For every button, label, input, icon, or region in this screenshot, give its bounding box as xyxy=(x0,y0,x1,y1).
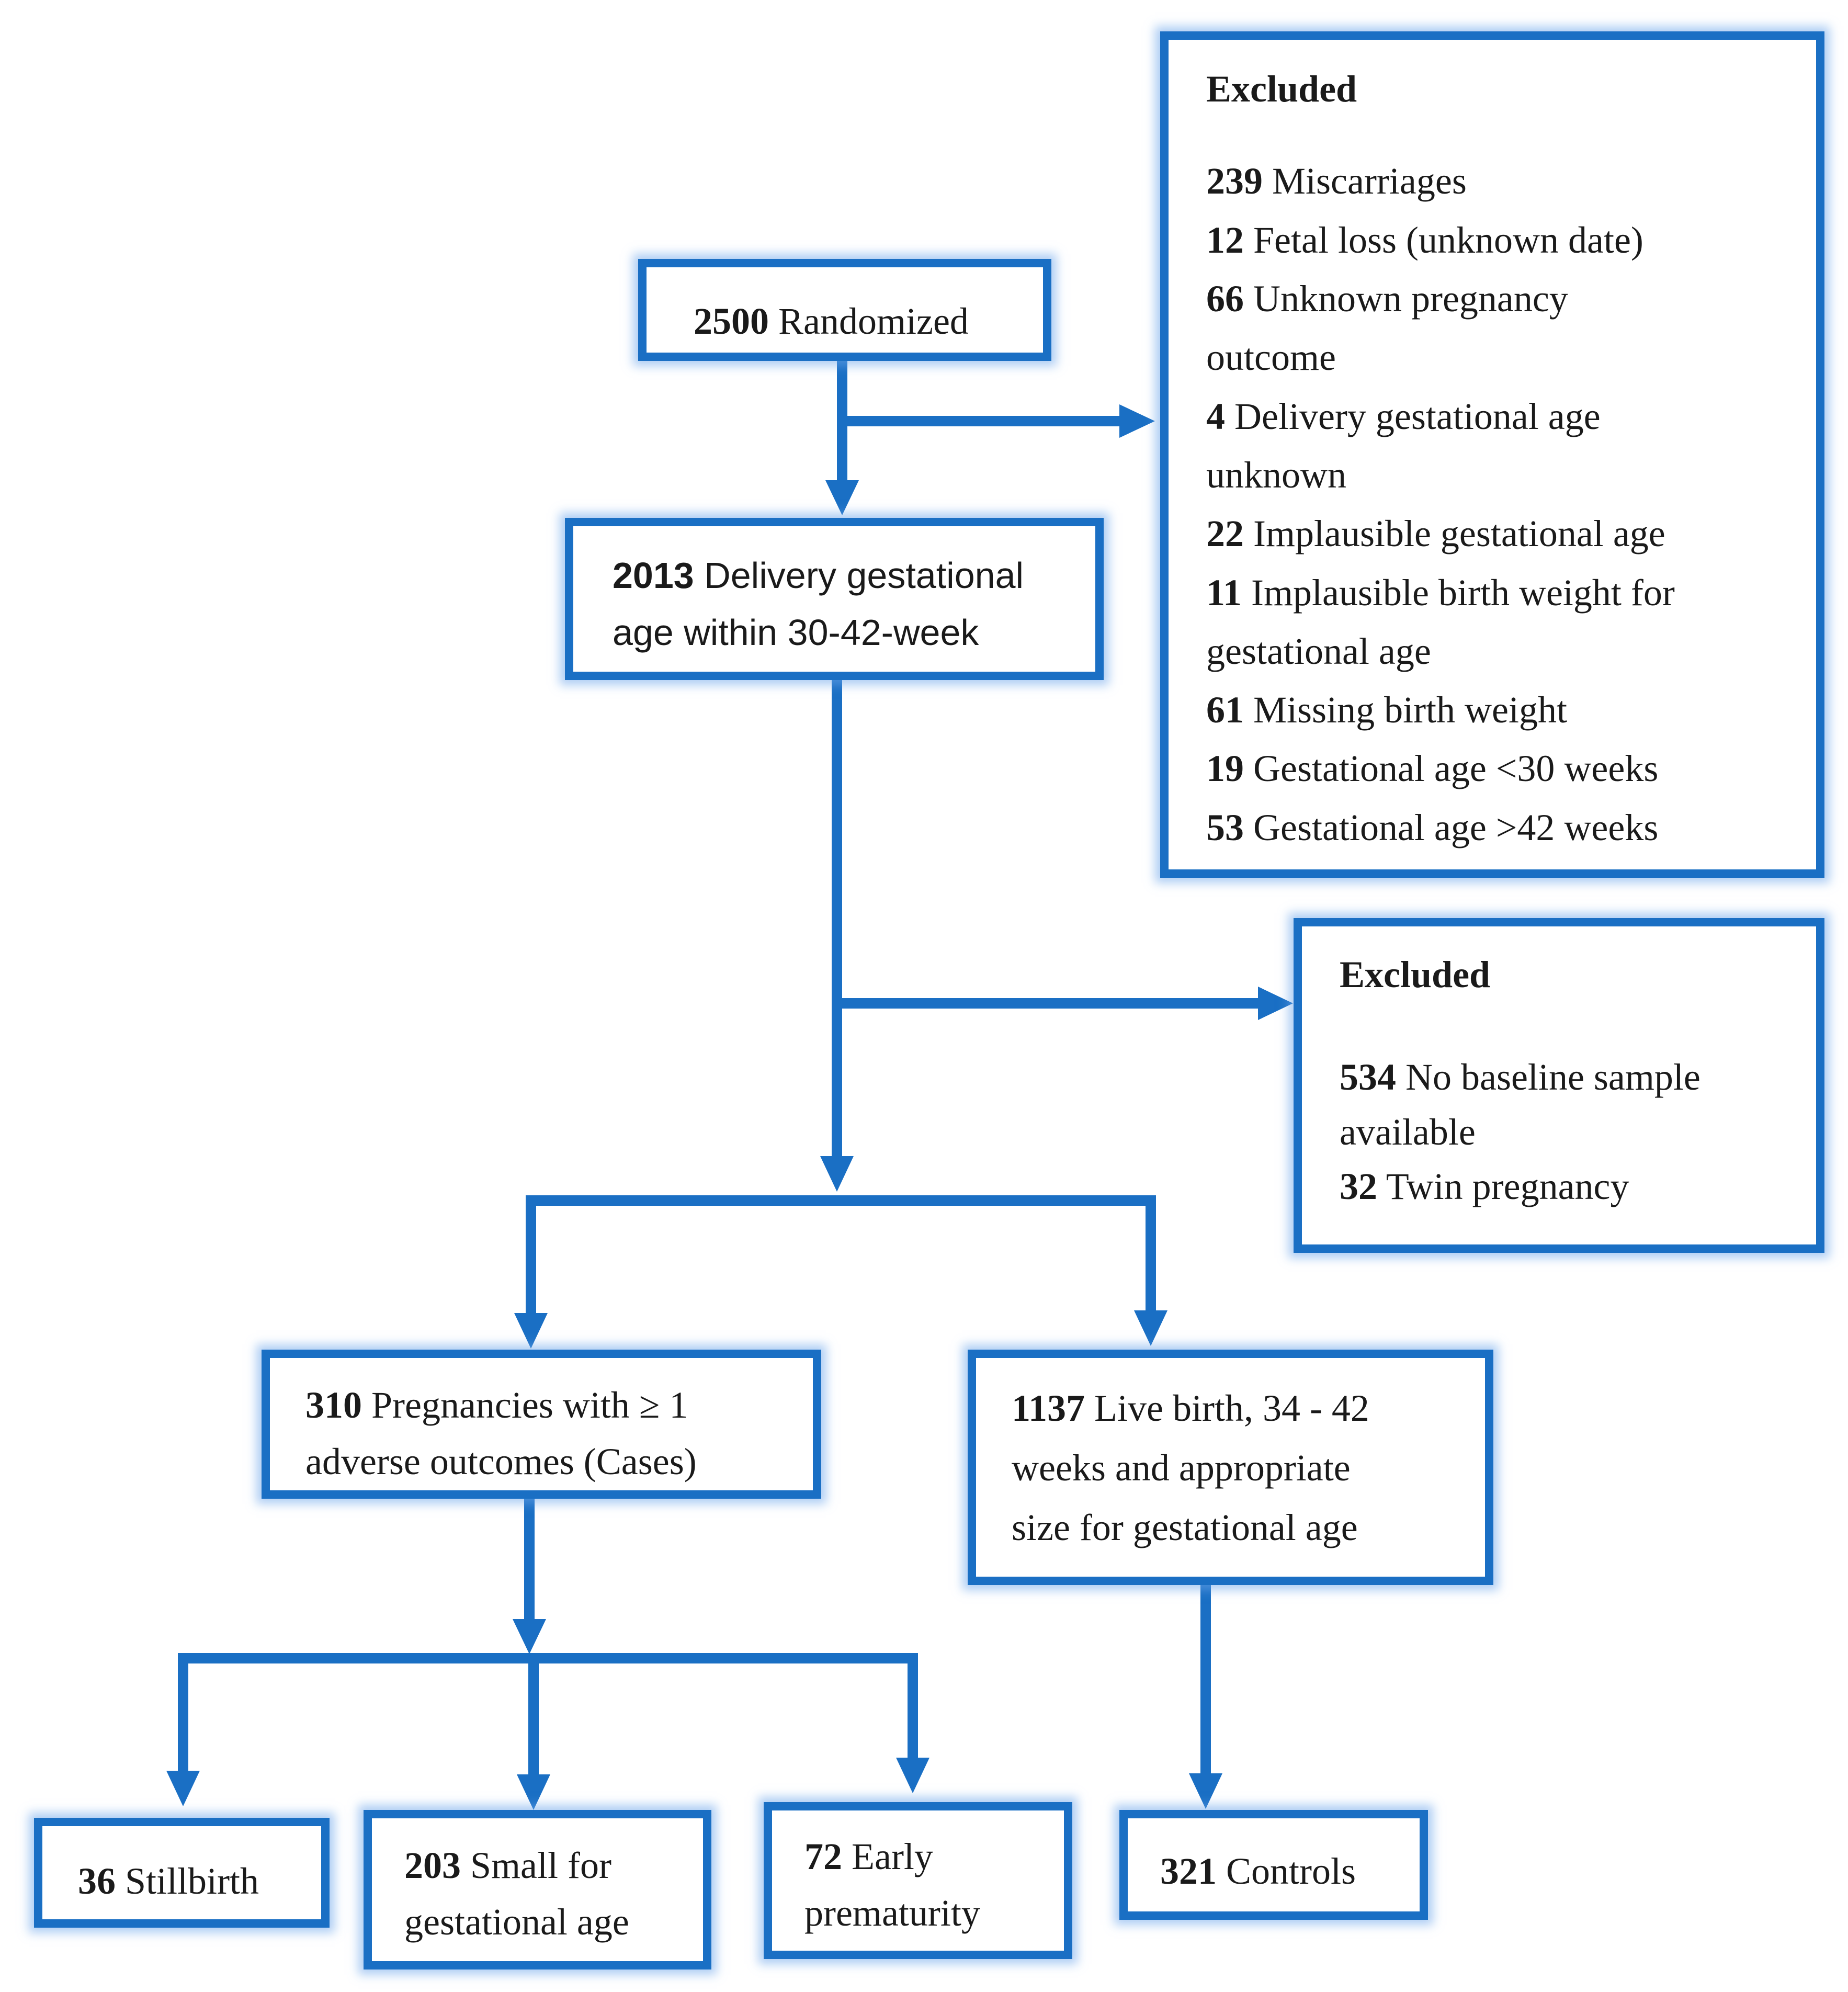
arrowhead-to-subgroup-split xyxy=(513,1619,546,1654)
controls-count: 321 xyxy=(1160,1850,1217,1892)
cases-line-1: 310 Pregnancies with ≥ 1 xyxy=(305,1377,813,1433)
sga-box: 203 Small for gestational age xyxy=(364,1810,711,1970)
stillbirth-box: 36 Stillbirth xyxy=(34,1818,330,1928)
excluded-2-item: 32 Twin pregnancy xyxy=(1340,1159,1816,1214)
eligible-line-2: age within 30-42-week xyxy=(613,612,979,653)
controls-text: Controls xyxy=(1226,1850,1356,1892)
excluded-1-item-text: Gestational age >42 weeks xyxy=(1253,806,1659,848)
live-birth-count: 1137 xyxy=(1012,1387,1085,1429)
excluded-2-heading: Excluded xyxy=(1340,954,1491,995)
live-birth-line-3: size for gestational age xyxy=(1012,1506,1358,1548)
arrowhead-to-prematurity xyxy=(896,1758,929,1793)
excluded-2-item-count: 32 xyxy=(1340,1165,1377,1208)
excluded-1-item-continuation: gestational age xyxy=(1206,630,1431,672)
excluded-1-item-count: 11 xyxy=(1206,571,1242,614)
excluded-1-item-count: 61 xyxy=(1206,689,1244,731)
excluded-1-item-text: Unknown pregnancy xyxy=(1253,277,1568,320)
cases-text-1: Pregnancies with ≥ 1 xyxy=(371,1384,688,1426)
excluded-2-item-continuation: available xyxy=(1340,1111,1476,1153)
sga-line-2: gestational age xyxy=(404,1901,629,1943)
excluded-1-item: 12 Fetal loss (unknown date) xyxy=(1206,211,1816,269)
prematurity-count: 72 xyxy=(804,1836,842,1877)
prematurity-text-1: Early xyxy=(852,1836,933,1877)
excluded-1-item-text: Gestational age <30 weeks xyxy=(1253,748,1659,790)
arrowhead-to-split xyxy=(820,1156,854,1192)
live-birth-text-1: Live birth, 34 - 42 xyxy=(1094,1387,1369,1429)
arrowhead-to-eligible xyxy=(825,480,859,515)
prematurity-box: 72 Early prematurity xyxy=(764,1802,1072,1959)
excluded-1-item-text: Implausible gestational age xyxy=(1253,513,1665,555)
randomized-text: Randomized xyxy=(778,300,969,342)
excluded-1-item: 19 Gestational age <30 weeks xyxy=(1206,739,1816,798)
excluded-1-item: 53 Gestational age >42 weeks xyxy=(1206,798,1816,857)
cases-line-2: adverse outcomes (Cases) xyxy=(305,1441,697,1482)
eligible-line-1: 2013 Delivery gestational xyxy=(613,547,1095,604)
live-birth-line-1: 1137 Live birth, 34 - 42 xyxy=(1012,1379,1485,1439)
excluded-1-item-text: Fetal loss (unknown date) xyxy=(1253,219,1643,261)
eligible-count: 2013 xyxy=(613,555,694,596)
excluded-1-item: 239 Miscarriages xyxy=(1206,152,1816,210)
excluded-2-list: 534 No baseline sample available 32 Twin p… xyxy=(1340,1050,1816,1214)
cases-count: 310 xyxy=(305,1384,362,1426)
sga-text-1: Small for xyxy=(470,1844,611,1886)
arrowhead-to-stillbirth xyxy=(166,1771,200,1806)
excluded-2-item-text: Twin pregnancy xyxy=(1386,1165,1629,1208)
eligible-box: 2013 Delivery gestational age within 30-… xyxy=(565,518,1104,680)
live-birth-box: 1137 Live birth, 34 - 42 weeks and appro… xyxy=(968,1350,1493,1585)
excluded-1-item-count: 19 xyxy=(1206,748,1244,790)
excluded-1-item: 11 Implausible birth weight for xyxy=(1206,563,1816,622)
excluded-1-item-continuation: outcome xyxy=(1206,336,1336,379)
sga-count: 203 xyxy=(404,1844,461,1886)
excluded-2-item-count: 534 xyxy=(1340,1056,1396,1099)
arrowhead-to-excluded-1 xyxy=(1119,404,1155,438)
sga-line-1: 203 Small for xyxy=(404,1837,703,1894)
arrowhead-to-controls xyxy=(1189,1773,1222,1809)
randomized-label: 2500 Randomized xyxy=(694,292,1043,351)
excluded-2-item-text: No baseline sample xyxy=(1405,1056,1700,1099)
excluded-1-item-text: Missing birth weight xyxy=(1253,689,1568,731)
prematurity-line-2: prematurity xyxy=(804,1892,980,1934)
cases-box: 310 Pregnancies with ≥ 1 adverse outcome… xyxy=(262,1350,821,1499)
excluded-1-item: 22 Implausible gestational age xyxy=(1206,504,1816,563)
controls-label: 321 Controls xyxy=(1160,1842,1420,1901)
excluded-1-item-count: 4 xyxy=(1206,395,1225,437)
controls-box: 321 Controls xyxy=(1119,1810,1428,1920)
excluded-1-item-continuation: unknown xyxy=(1206,454,1346,496)
excluded-2-item: 534 No baseline sample xyxy=(1340,1050,1816,1104)
randomized-count: 2500 xyxy=(694,300,769,342)
excluded-1-item-count: 53 xyxy=(1206,806,1244,848)
live-birth-line-2: weeks and appropriate xyxy=(1012,1446,1351,1489)
excluded-1-heading: Excluded xyxy=(1206,68,1357,110)
arrowhead-to-sga xyxy=(517,1774,550,1810)
excluded-1-item-text: Delivery gestational age xyxy=(1234,395,1601,437)
excluded-1-item-text: Miscarriages xyxy=(1272,160,1467,202)
split-bar-cases-controls xyxy=(526,1195,1156,1326)
excluded-1-item-count: 12 xyxy=(1206,219,1244,261)
excluded-1-item-count: 66 xyxy=(1206,277,1244,320)
stillbirth-label: 36 Stillbirth xyxy=(78,1852,321,1911)
eligible-text-1: Delivery gestational xyxy=(704,555,1024,596)
excluded-1-item: 66 Unknown pregnancy xyxy=(1206,269,1816,328)
excluded-1-item-count: 22 xyxy=(1206,513,1244,555)
stillbirth-count: 36 xyxy=(78,1860,116,1902)
arrowhead-to-live-birth xyxy=(1134,1310,1167,1346)
excluded-1-item-text: Implausible birth weight for xyxy=(1251,571,1675,614)
arrowhead-to-cases xyxy=(514,1313,548,1349)
arrowhead-to-excluded-2 xyxy=(1258,987,1293,1020)
prematurity-line-1: 72 Early xyxy=(804,1828,1064,1885)
excluded-1-item-count: 239 xyxy=(1206,160,1263,202)
excluded-box-2: Excluded 534 No baseline sample available… xyxy=(1294,918,1824,1253)
excluded-1-item: 61 Missing birth weight xyxy=(1206,681,1816,739)
randomized-box: 2500 Randomized xyxy=(638,259,1051,361)
excluded-1-item: 4 Delivery gestational age xyxy=(1206,387,1816,446)
stillbirth-text: Stillbirth xyxy=(125,1860,259,1902)
split-bar-subgroups xyxy=(178,1653,918,1781)
